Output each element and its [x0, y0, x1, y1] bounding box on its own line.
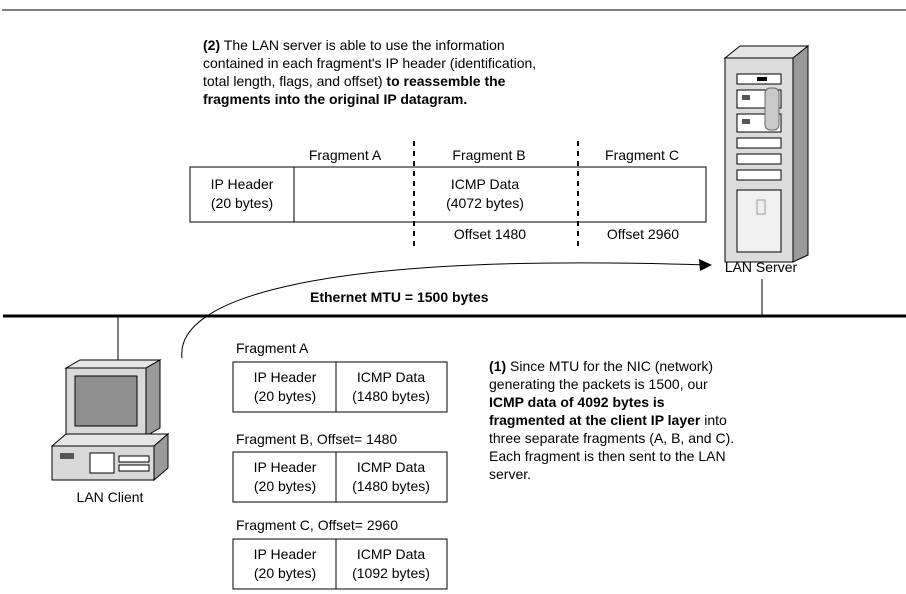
fragment-b: Fragment B, Offset= 1480 IP Header (20 b… — [232, 431, 448, 503]
fragment-c: Fragment C, Offset= 2960 IP Header (20 b… — [232, 517, 448, 590]
reassembled-fragment-b-label: Fragment B — [452, 147, 525, 163]
fragment-b-header-line1: IP Header — [254, 459, 317, 475]
fragment-c-data-line1: ICMP Data — [357, 546, 425, 562]
reassembled-data-line2: (4072 bytes) — [446, 195, 524, 211]
client-label: LAN Client — [77, 489, 144, 505]
offset-c-label: Offset 2960 — [607, 226, 679, 242]
fragment-b-data-line1: ICMP Data — [357, 459, 425, 475]
reassembled-header-line2: (20 bytes) — [211, 195, 273, 211]
server-label: LAN Server — [725, 259, 798, 275]
fragment-b-title: Fragment B, Offset= 1480 — [236, 431, 397, 447]
step1-line5: three separate fragments (A, B, and C). — [489, 430, 734, 446]
server-icon — [723, 44, 810, 263]
reassembled-fragment-a-label: Fragment A — [309, 147, 382, 163]
fragment-c-box — [232, 538, 448, 590]
client-computer-icon — [50, 359, 170, 482]
reassembled-header-line1: IP Header — [211, 176, 274, 192]
step1-line3: ICMP data of 4092 bytes is — [489, 394, 665, 410]
fragment-c-header-line1: IP Header — [254, 546, 317, 562]
fragment-a-header-line1: IP Header — [254, 369, 317, 385]
step1-line4: fragmented at the client IP layer into — [489, 412, 727, 428]
reassembled-datagram-box — [189, 166, 707, 223]
fragment-a-box — [232, 361, 448, 413]
step1-line2: generating the packets is 1500, our — [489, 376, 708, 392]
step1-line1: (1) Since MTU for the NIC (network) — [489, 358, 713, 374]
offset-b-label: Offset 1480 — [454, 226, 526, 242]
fragment-b-box — [232, 451, 448, 503]
step2-line3: total length, flags, and offset) to reas… — [203, 73, 506, 89]
step2-line4: fragments into the original IP datagram. — [203, 91, 467, 107]
fragment-c-header-line2: (20 bytes) — [254, 565, 316, 581]
fragment-b-data-line2: (1480 bytes) — [352, 478, 430, 494]
step2-line2: contained in each fragment's IP header (… — [203, 55, 536, 71]
mtu-label: Ethernet MTU = 1500 bytes — [310, 289, 489, 305]
reassembled-fragment-c-label: Fragment C — [605, 147, 679, 163]
fragment-a: Fragment A IP Header (20 bytes) ICMP Dat… — [232, 340, 448, 413]
step1-text: (1) Since MTU for the NIC (network) gene… — [489, 358, 734, 482]
reassembled-datagram: Fragment A Fragment B Fragment C IP Head… — [189, 141, 707, 246]
fragment-a-title: Fragment A — [236, 340, 309, 356]
fragment-a-data-line2: (1480 bytes) — [352, 388, 430, 404]
fragment-b-header-line2: (20 bytes) — [254, 478, 316, 494]
step2-text: (2) The LAN server is able to use the in… — [203, 37, 536, 107]
fragment-a-data-line1: ICMP Data — [357, 369, 425, 385]
step1-line7: server. — [489, 466, 531, 482]
step1-line6: Each fragment is then sent to the LAN — [489, 448, 726, 464]
flow-arrow — [181, 262, 707, 359]
step2-line1: (2) The LAN server is able to use the in… — [203, 37, 505, 53]
fragment-c-data-line2: (1092 bytes) — [352, 565, 430, 581]
fragment-a-header-line2: (20 bytes) — [254, 388, 316, 404]
flow-arrowhead-icon — [699, 259, 712, 271]
reassembled-data-line1: ICMP Data — [451, 176, 519, 192]
fragment-c-title: Fragment C, Offset= 2960 — [236, 517, 398, 533]
